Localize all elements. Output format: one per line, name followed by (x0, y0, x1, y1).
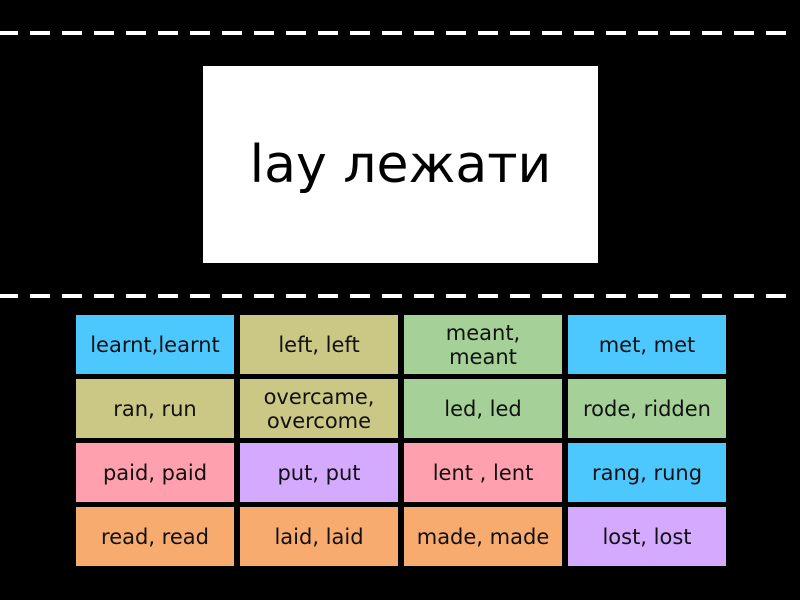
tile-label: led, led (444, 396, 522, 421)
answer-tile[interactable]: lost, lost (568, 507, 726, 566)
tile-label: rode, ridden (583, 396, 711, 421)
answer-tile[interactable]: rode, ridden (568, 379, 726, 438)
answer-tile[interactable]: paid, paid (76, 443, 234, 502)
tile-label: overcame, overcome (263, 384, 375, 433)
answer-tile[interactable]: led, led (404, 379, 562, 438)
answer-tile[interactable]: learnt,learnt (76, 315, 234, 374)
answer-tile[interactable]: laid, laid (240, 507, 398, 566)
tile-label: left, left (278, 332, 360, 357)
tile-label: made, made (416, 524, 550, 549)
answer-tile[interactable]: rang, rung (568, 443, 726, 502)
answer-tile[interactable]: meant, meant (404, 315, 562, 374)
answer-tile[interactable]: made, made (404, 507, 562, 566)
tile-label: meant, meant (445, 320, 521, 369)
answer-tile[interactable]: lent , lent (404, 443, 562, 502)
tile-label: rang, rung (591, 460, 703, 485)
prompt-card: lay лежати (203, 66, 598, 263)
prompt-text: lay лежати (249, 134, 552, 195)
answer-tile[interactable]: ran, run (76, 379, 234, 438)
answer-tile[interactable]: put, put (240, 443, 398, 502)
answer-tile[interactable]: met, met (568, 315, 726, 374)
tile-label: read, read (101, 524, 209, 549)
tile-label: met, met (598, 332, 696, 357)
answer-tile[interactable]: read, read (76, 507, 234, 566)
tile-label: lost, lost (602, 524, 692, 549)
answer-grid: learnt,learnt left, left meant, meant me… (76, 315, 726, 566)
answer-tile[interactable]: overcame, overcome (240, 379, 398, 438)
answer-tile[interactable]: left, left (240, 315, 398, 374)
tile-label: lent , lent (432, 460, 534, 485)
tile-label: ran, run (113, 396, 197, 421)
tile-label: paid, paid (102, 460, 208, 485)
tile-label: learnt,learnt (90, 332, 220, 357)
dashed-divider-top (0, 31, 798, 35)
tile-label: laid, laid (274, 524, 364, 549)
dashed-divider-bottom (0, 294, 798, 298)
tile-label: put, put (277, 460, 361, 485)
